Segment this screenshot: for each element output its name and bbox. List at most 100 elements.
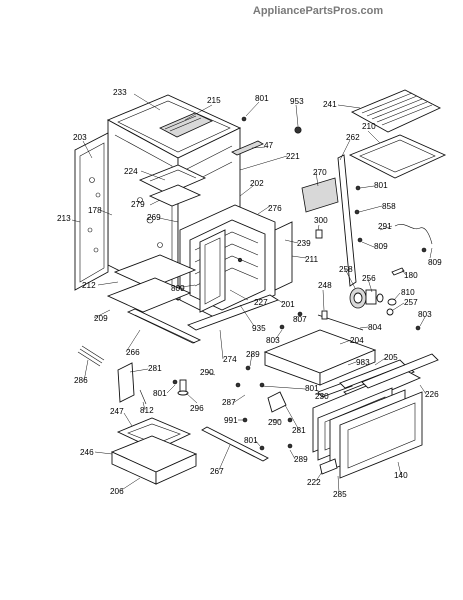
- callout-label: 47: [264, 141, 274, 150]
- callout-label: 209: [94, 314, 108, 323]
- callout-label: 210: [362, 122, 376, 131]
- kick-rail: [126, 308, 202, 344]
- callout-label: 203: [73, 133, 87, 142]
- oven-liner: [179, 204, 276, 321]
- callout-label: 809: [171, 284, 185, 293]
- callout-label: 267: [210, 467, 224, 476]
- callout-label: 180: [404, 271, 418, 280]
- callout-label: 953: [290, 97, 304, 106]
- callout-label: 858: [382, 202, 396, 211]
- callout-label: 213: [57, 214, 71, 223]
- callout-label: 296: [190, 404, 204, 413]
- insulation-panel: [301, 177, 339, 213]
- callout-label: 233: [113, 88, 127, 97]
- screws: [172, 116, 427, 451]
- leveling-leg: [177, 379, 189, 396]
- callout-label: 204: [350, 336, 364, 345]
- callout-label: 803: [418, 310, 432, 319]
- callout-label: 289: [246, 350, 260, 359]
- callout-label: 230: [315, 392, 329, 401]
- callout-label: 215: [207, 96, 221, 105]
- callout-label: 285: [333, 490, 347, 499]
- callout-label: 241: [323, 100, 337, 109]
- valve-fitting: [387, 298, 397, 306]
- left-side-panel: [74, 132, 109, 291]
- door-hinge: [319, 458, 338, 475]
- callout-label: 270: [313, 168, 327, 177]
- callout-label: 248: [318, 281, 332, 290]
- callout-label: 289: [294, 455, 308, 464]
- callout-label: 801: [305, 384, 319, 393]
- callout-label: 140: [394, 471, 408, 480]
- screw-812: [139, 389, 147, 405]
- callout-label: 801: [153, 389, 167, 398]
- callout-label: 246: [80, 448, 94, 457]
- callout-label: 286: [74, 376, 88, 385]
- bottom-panels: [106, 254, 197, 313]
- callout-labels: 233 215 801 953 241 203 47 221 262 210 2…: [57, 88, 442, 499]
- callout-label: 812: [140, 406, 154, 415]
- callout-label: 274: [223, 355, 237, 364]
- orifice: [386, 308, 394, 316]
- callout-label: 247: [110, 407, 124, 416]
- callout-label: 202: [250, 179, 264, 188]
- callout-label: 801: [374, 181, 388, 190]
- side-shield: [274, 221, 293, 291]
- callout-label: 281: [148, 364, 162, 373]
- callout-label: 226: [425, 390, 439, 399]
- small-spring: [391, 267, 405, 276]
- callout-label: 206: [110, 487, 124, 496]
- thermostat-assembly: [349, 287, 384, 309]
- callout-label: 290: [268, 418, 282, 427]
- oven-door: [312, 353, 439, 479]
- callout-label: 262: [346, 133, 360, 142]
- callout-label: 256: [362, 274, 376, 283]
- burner-bracket: [267, 391, 287, 413]
- callout-label: 983: [356, 358, 370, 367]
- callout-label: 257: [404, 298, 418, 307]
- callout-label: 258: [339, 265, 353, 274]
- callout-label: 221: [286, 152, 300, 161]
- callout-label: 266: [126, 348, 140, 357]
- bracket: [231, 140, 264, 156]
- wire-assembly: [394, 224, 433, 245]
- callout-label: 222: [307, 478, 321, 487]
- callout-label: 178: [88, 206, 102, 215]
- leader-lines: [71, 93, 433, 493]
- leveling-bracket: [117, 362, 135, 403]
- callout-label: 809: [374, 242, 388, 251]
- callout-label: 991: [224, 416, 238, 425]
- watermark: AppliancePartsPros.com: [253, 5, 383, 17]
- hinge-bracket: [315, 229, 323, 239]
- callout-label: 935: [252, 324, 266, 333]
- igniter-bar: [317, 310, 364, 331]
- broiler-pan-assembly: [110, 417, 198, 485]
- door-trim: [201, 426, 269, 462]
- callout-label: 212: [82, 281, 96, 290]
- callout-label: 224: [124, 167, 138, 176]
- flue-duct: [138, 164, 207, 207]
- callout-label: 281: [292, 426, 306, 435]
- callout-label: 300: [314, 216, 328, 225]
- callout-label: 205: [384, 353, 398, 362]
- callout-label: 291: [378, 222, 392, 231]
- broiler-pan-top: [348, 134, 447, 179]
- callout-label: 227: [254, 298, 268, 307]
- callout-label: 801: [244, 436, 258, 445]
- callout-label: 804: [368, 323, 382, 332]
- callout-label: 809: [428, 258, 442, 267]
- callout-label: 807: [293, 315, 307, 324]
- callout-label: 801: [255, 94, 269, 103]
- callout-label: 239: [297, 239, 311, 248]
- callout-label: 287: [222, 398, 236, 407]
- vent-cover: [159, 112, 213, 138]
- callout-label: 810: [401, 288, 415, 297]
- callout-label: 290: [200, 368, 214, 377]
- storage-drawer: [263, 329, 377, 386]
- callout-label: 201: [281, 300, 295, 309]
- oven-rack: [350, 89, 442, 133]
- callout-label: 211: [305, 255, 318, 264]
- callout-label: 803: [266, 336, 280, 345]
- callout-label: 276: [268, 204, 282, 213]
